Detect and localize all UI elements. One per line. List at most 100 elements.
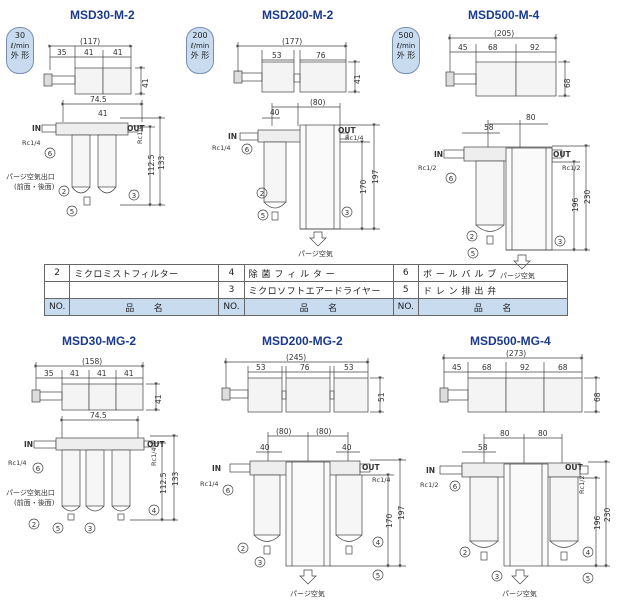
dim: (205) (494, 29, 514, 38)
dim: 112.5 (147, 154, 156, 176)
msd500-m-top-view (445, 34, 570, 98)
dim: 68 (563, 78, 572, 88)
dim: 197 (371, 169, 380, 184)
callout: 6 (453, 483, 458, 491)
dim: 170 (385, 513, 394, 528)
dim: 74.5 (90, 95, 107, 104)
dim: 74.5 (90, 411, 107, 420)
callout: 2 (260, 190, 264, 198)
title-msd500-mg: MSD500-MG-4 (470, 334, 551, 348)
in-label: IN (32, 124, 41, 133)
callout: 6 (36, 465, 41, 473)
callout: 5 (471, 250, 475, 258)
flow-badge-30: 30 ℓ/min 外 形 (6, 27, 34, 74)
thread-label: Rc1/4 (372, 476, 391, 484)
dim: 58 (484, 123, 494, 132)
badge-label: 外 形 (190, 51, 210, 60)
out-label: OUT (147, 440, 165, 449)
dim: 80 (500, 429, 510, 438)
dim: 230 (583, 189, 592, 204)
badge-size: 500 (398, 31, 414, 40)
port-labels: IN OUT IN OUT IN OUT IN OUT IN OUT IN OU… (24, 124, 583, 475)
dim: 45 (452, 363, 462, 372)
table-row: 2 ミクロミストフィルター 4 除 菌 フ ィ ル タ ー 6 ボ ー ル バ … (43, 264, 568, 282)
purge-outlet-label: パージ空気出口 (6, 172, 55, 181)
callout: 2 (463, 549, 467, 557)
dim: (245) (286, 353, 306, 362)
purge-air-label: パージ空気 (298, 249, 333, 258)
callout: 6 (226, 487, 231, 495)
dim: 41 (113, 48, 123, 57)
title-msd200-m: MSD200-M-2 (262, 8, 334, 22)
callout: 3 (132, 192, 136, 200)
header-name: 品 名 (417, 298, 568, 316)
part-name: ミクロミストフィルター (69, 264, 220, 282)
dim: (177) (282, 37, 302, 46)
dim: (80) (316, 427, 331, 436)
dim: 133 (157, 155, 166, 170)
dim: (273) (506, 349, 526, 358)
dim: 41 (70, 369, 80, 378)
badge-size: 200 (192, 31, 208, 40)
callout-circles (28, 143, 594, 584)
dim: 35 (44, 369, 54, 378)
dim: 197 (397, 505, 406, 520)
dim: (117) (80, 37, 100, 46)
callout: 5 (56, 525, 60, 533)
header-name: 品 名 (69, 298, 220, 316)
flow-badge-500: 500 ℓ/min 外 形 (392, 27, 420, 74)
dim: 133 (171, 471, 180, 486)
part-name: 除 菌 フ ィ ル タ ー (243, 264, 394, 282)
dim: 53 (344, 363, 354, 372)
badge-unit: ℓ/min (190, 42, 210, 50)
in-label: IN (434, 150, 443, 159)
callout: 3 (345, 209, 349, 217)
msd200-m-top-view (233, 42, 360, 94)
dim: 196 (593, 515, 602, 530)
dim: 58 (478, 443, 488, 452)
badge-size: 30 (14, 31, 26, 40)
msd30-mg-front-view (33, 416, 178, 522)
dim: (158) (82, 357, 102, 366)
callout: 3 (558, 238, 562, 246)
msd200-mg-top-view (221, 358, 384, 414)
msd500-m-front-view (443, 120, 590, 270)
thread-label: Rc1/4 (345, 134, 364, 142)
dim: 76 (316, 51, 326, 60)
msd500-mg-front-view (439, 434, 610, 585)
callout: 3 (495, 573, 499, 581)
dim: 76 (300, 363, 310, 372)
dim: 40 (260, 443, 270, 452)
callout: 6 (48, 150, 53, 158)
part-name (69, 281, 220, 299)
dim: 68 (593, 392, 602, 402)
title-msd30-mg: MSD30-MG-2 (62, 334, 137, 348)
callout: 5 (376, 572, 380, 580)
dim: 41 (97, 369, 107, 378)
msd30-mg-top-view (31, 362, 160, 412)
callout: 2 (62, 188, 66, 196)
callout: 2 (241, 545, 245, 553)
dim: 51 (377, 392, 386, 402)
in-label: IN (212, 464, 221, 473)
msd30-m-top-view (43, 44, 145, 96)
parts-table: 2 ミクロミストフィルター 4 除 菌 フ ィ ル タ ー 6 ボ ー ル バ … (43, 264, 568, 316)
msd500-mg-top-view (439, 354, 600, 414)
in-label: IN (426, 466, 435, 475)
dim: 41 (154, 394, 163, 404)
dim: 41 (353, 74, 362, 84)
callout: 5 (261, 212, 265, 220)
thread-label: Rc1/2 (418, 164, 437, 172)
thread-label: Rc1/2 (420, 481, 439, 489)
purge-sides-label: (前面・後面) (14, 498, 55, 507)
callout: 2 (470, 233, 474, 241)
part-no: 4 (218, 264, 245, 282)
callout: 4 (586, 549, 591, 557)
dim: 80 (538, 429, 548, 438)
thread-label: Rc1/4 (212, 144, 231, 152)
dim: 68 (488, 43, 498, 52)
dim: 41 (84, 48, 94, 57)
dim: 196 (571, 197, 580, 212)
part-no: 6 (392, 264, 419, 282)
thread-label: Rc1/4 (200, 480, 219, 488)
